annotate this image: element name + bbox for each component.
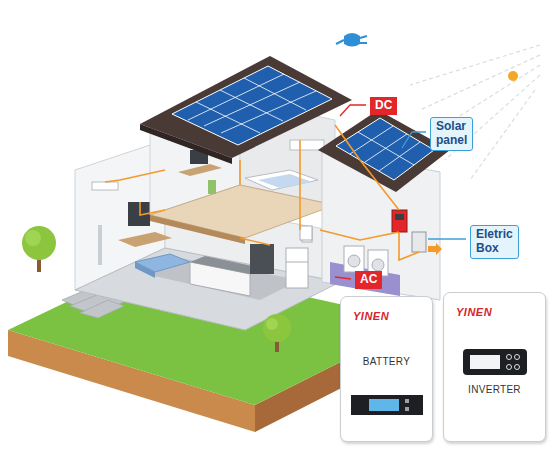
battery-display: [351, 395, 423, 415]
leader-lines: [335, 105, 366, 279]
plug-icon: [336, 33, 367, 47]
callout-label: Eletric Box: [470, 225, 519, 259]
device-label: BATTERY: [341, 356, 432, 367]
callout-label: AC: [355, 271, 382, 289]
lower-walls: [75, 140, 340, 330]
callout-text: DC: [375, 99, 392, 113]
kitchen: [190, 228, 312, 296]
wires: [105, 125, 419, 260]
tree: [263, 314, 291, 352]
battery-cabinet: YINEN BATTERY: [340, 296, 433, 442]
sun-dot: [508, 71, 518, 81]
callout-label: Solar panel: [430, 117, 473, 151]
callout-text: Eletric Box: [476, 228, 513, 256]
inverter-cabinet: YINEN INVERTER: [443, 292, 546, 442]
callout-text: AC: [360, 273, 377, 287]
callout-text: Solar panel: [436, 120, 467, 148]
tree: [22, 226, 56, 272]
main-roof: [140, 56, 352, 164]
brand-logo: YINEN: [456, 306, 545, 318]
callout-label: DC: [370, 97, 397, 115]
inverter-display: [463, 349, 527, 375]
brand-logo: YINEN: [353, 310, 432, 322]
device-label: INVERTER: [444, 384, 545, 395]
